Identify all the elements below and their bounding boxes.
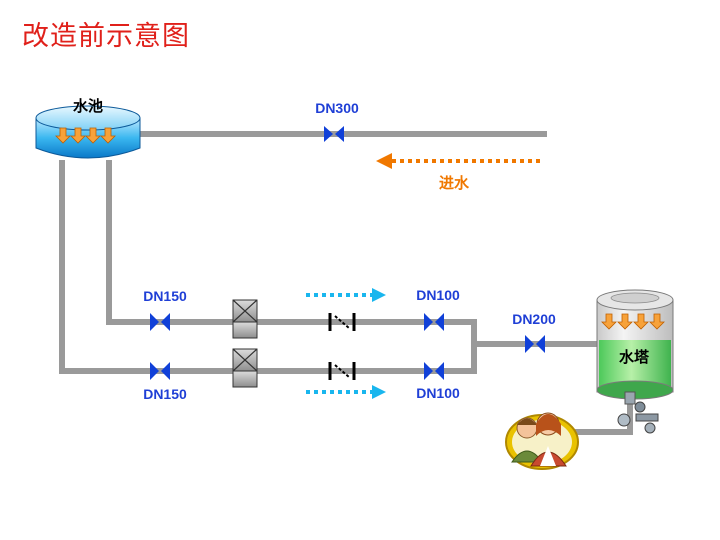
operators-icon[interactable]: [505, 412, 579, 470]
pool-tank: 水池: [35, 97, 141, 159]
lower-left-valve-label: DN150: [143, 386, 187, 402]
gate-valve-icon[interactable]: [150, 362, 170, 380]
pump-box-icon[interactable]: [232, 348, 258, 388]
main-valve-label: DN300: [315, 100, 359, 116]
gate-valve-icon[interactable]: [150, 313, 170, 331]
upper-branch-pipe: [106, 160, 474, 325]
tower-down-arrows: [601, 313, 665, 330]
lower-right-valve-label: DN100: [416, 385, 460, 401]
outlet-valve-label: DN200: [512, 311, 556, 327]
pump-box-icon[interactable]: [232, 299, 258, 339]
tower-label: 水塔: [619, 348, 650, 366]
upper-left-valve-label: DN150: [143, 288, 187, 304]
page-title: 改造前示意图: [22, 21, 190, 52]
pool-down-arrows: [55, 127, 116, 144]
gate-valve-icon[interactable]: [324, 126, 344, 142]
water-tower-tank: 水塔: [596, 289, 674, 400]
flow-arrow-upper: [306, 288, 386, 302]
check-valve-icon[interactable]: [328, 362, 356, 380]
upper-right-valve-label: DN100: [416, 287, 460, 303]
gate-valve-icon[interactable]: [424, 313, 444, 331]
check-valve-icon[interactable]: [328, 313, 356, 331]
tower-drain-pipe: [566, 400, 633, 435]
pool-label: 水池: [73, 97, 103, 115]
lower-branch-pipe: [59, 160, 474, 374]
gate-valve-icon[interactable]: [525, 335, 545, 353]
inflow-arrow: [376, 153, 540, 169]
gate-valve-icon[interactable]: [424, 362, 444, 380]
flow-arrow-lower: [306, 385, 386, 399]
float-valve-icon[interactable]: [617, 391, 659, 434]
inflow-label: 进水: [439, 174, 470, 192]
